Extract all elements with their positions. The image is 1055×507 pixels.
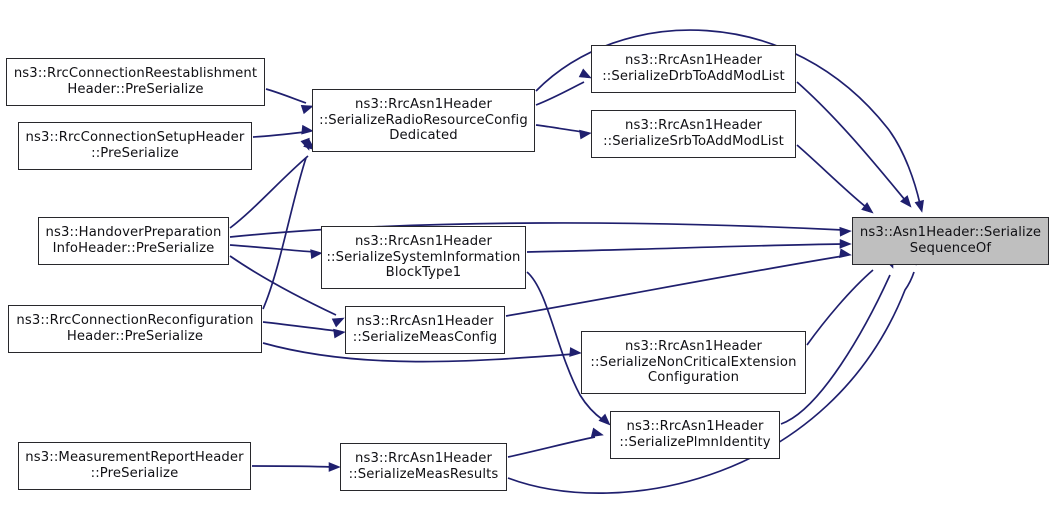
graph-node-serialize-plmn-identity[interactable]: ns3::RrcAsn1Header ::SerializePlmnIdenti… (610, 411, 780, 459)
graph-node-serialize-non-critical-extension-configuration[interactable]: ns3::RrcAsn1Header ::SerializeNonCritica… (581, 331, 806, 394)
edge-srb-to-seqof (796, 144, 874, 214)
edge-sib1-to-plmn (526, 271, 611, 426)
graph-node-serialize-system-information-block-type1[interactable]: ns3::RrcAsn1Header ::SerializeSystemInfo… (321, 226, 526, 289)
edge-rrcd-to-drb (535, 68, 592, 106)
graph-node-asn1header-serialize-sequenceof[interactable]: ns3::Asn1Header::Serialize SequenceOf (852, 217, 1049, 265)
edge-handover-to-sib1 (229, 244, 323, 259)
edge-reconfig-to-rrcd (262, 137, 310, 310)
edge-sib1-to-seqof (526, 238, 852, 253)
edge-reestablishment-to-rrcd (265, 88, 314, 115)
edge-reconfig-to-measconfig (262, 321, 346, 339)
graph-node-serialize-meas-config[interactable]: ns3::RrcAsn1Header ::SerializeMeasConfig (345, 306, 505, 354)
graph-node-serialize-drb-to-add-mod-list[interactable]: ns3::RrcAsn1Header ::SerializeDrbToAddMo… (591, 45, 796, 93)
graph-node-serialize-meas-results[interactable]: ns3::RrcAsn1Header ::SerializeMeasResult… (340, 443, 507, 491)
edge-drb-to-seqof (796, 81, 912, 208)
graph-node-rrc-connection-reconfiguration-header-preserialize[interactable]: ns3::RrcConnectionReconfiguration Header… (8, 305, 262, 353)
graph-node-serialize-radio-resource-config-dedicated[interactable]: ns3::RrcAsn1Header ::SerializeRadioResou… (312, 89, 535, 152)
edge-measresults-to-plmn (507, 427, 604, 458)
graph-node-handover-preparation-info-header-preserialize[interactable]: ns3::HandoverPreparation InfoHeader::Pre… (38, 217, 229, 265)
edge-setup-to-rrcd (252, 124, 314, 138)
edge-handover-to-measconfig (229, 255, 345, 328)
edge-measreport-to-measresults (251, 462, 341, 472)
edge-rrcd-to-srb (535, 124, 592, 140)
edge-measconfig-to-seqof (505, 248, 852, 317)
graph-node-measurement-report-header-preserialize[interactable]: ns3::MeasurementReportHeader ::PreSerial… (18, 442, 251, 490)
edge-reconfig-to-nonce (262, 342, 582, 363)
edge-handover-to-seqof (229, 222, 852, 238)
graph-node-serialize-srb-to-add-mod-list[interactable]: ns3::RrcAsn1Header ::SerializeSrbToAddMo… (591, 110, 796, 158)
graph-node-rrc-connection-setup-header-preserialize[interactable]: ns3::RrcConnectionSetupHeader ::PreSeria… (18, 122, 252, 170)
edge-nonce-to-seqof (806, 252, 880, 346)
graph-node-rrc-connection-reestablishment-header-preserialize[interactable]: ns3::RrcConnectionReestablishment Header… (6, 58, 265, 106)
